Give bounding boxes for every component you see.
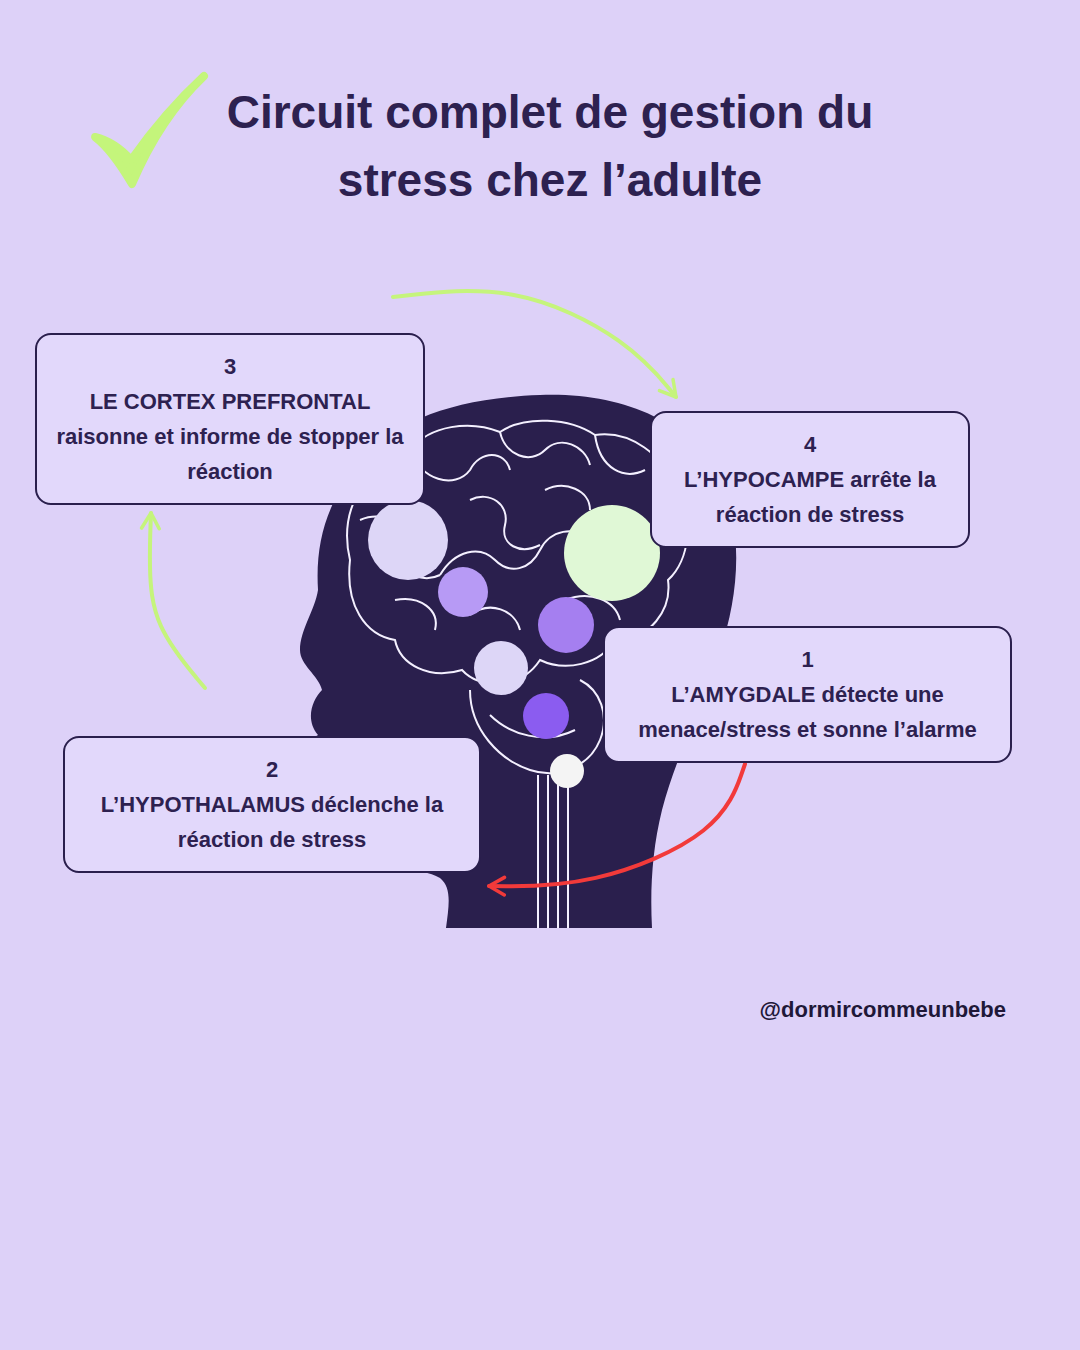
step-number: 2 bbox=[69, 752, 475, 787]
step-text: L’AMYGDALE détecte une menace/stress et … bbox=[609, 677, 1006, 747]
step-text: LE CORTEX PREFRONTAL raisonne et informe… bbox=[41, 384, 419, 489]
handle-label: @dormircommeunbebe bbox=[760, 995, 1006, 1025]
step-box: 1L’AMYGDALE détecte une menace/stress et… bbox=[603, 626, 1012, 763]
step-number: 3 bbox=[41, 349, 419, 384]
step-number: 4 bbox=[656, 427, 964, 462]
flow-arrow bbox=[393, 291, 676, 397]
flow-arrow bbox=[489, 764, 745, 886]
diagram-title: Circuit complet de gestion du stress che… bbox=[190, 78, 910, 214]
step-box: 4L’HYPOCAMPE arrête la réaction de stres… bbox=[650, 411, 970, 548]
step-number: 1 bbox=[609, 642, 1006, 677]
step-box: 2L’HYPOTHALAMUS déclenche la réaction de… bbox=[63, 736, 481, 873]
step-text: L’HYPOCAMPE arrête la réaction de stress bbox=[656, 462, 964, 532]
flow-arrow bbox=[150, 513, 205, 688]
step-text: L’HYPOTHALAMUS déclenche la réaction de … bbox=[69, 787, 475, 857]
check-mark bbox=[95, 76, 204, 184]
step-box: 3LE CORTEX PREFRONTAL raisonne et inform… bbox=[35, 333, 425, 505]
